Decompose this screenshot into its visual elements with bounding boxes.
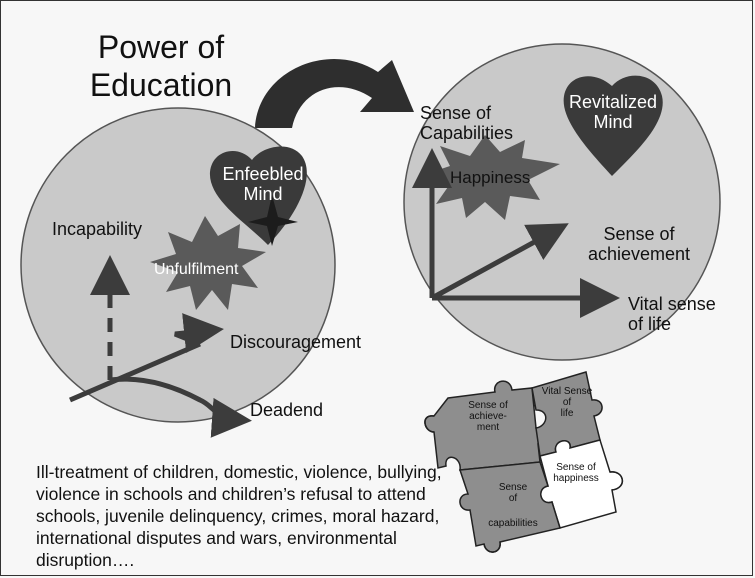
puzzle-achievement-line-1: Sense of [468,400,508,411]
left-burst [150,216,266,310]
unfulfilment-label: Unfulfilment [154,261,239,278]
left-heart-line-1: Enfeebled [222,164,304,184]
puzzle-achievement-line-3: ment [476,422,500,433]
puzzle [424,371,623,553]
curved-arrow [255,58,414,128]
vital-sense-line-2: of life [628,314,672,334]
puzzle-tab-right [609,471,623,491]
capabilities-label: Sense of Capabilities [420,103,513,143]
deadend-label: Deadend [250,400,324,420]
crack-star-icon [248,195,298,246]
puzzle-label-vital: Vital Sense of life [538,386,596,419]
achievement-label: Sense of achievement [577,224,701,264]
puzzle-label-happiness: Sense of happiness [544,462,608,484]
puzzle-capabilities-line-1: Sense [498,482,528,493]
achievement-line-1: Sense of [603,224,675,244]
left-heart-line-2: Mind [243,184,283,204]
capabilities-line-2: Capabilities [420,123,514,143]
deadend-axis [109,376,252,438]
puzzle-capabilities-line-3: capabilities [488,518,538,529]
discouragement-label: Discouragement [230,332,362,352]
right-heart-line-1: Revitalized [568,92,658,112]
vital-sense-line-1: Vital sense [628,294,716,314]
title-line-1: Power of [97,29,225,65]
puzzle-achievement-line-2: achieve- [469,411,507,422]
right-burst [420,135,560,220]
base-axis [69,341,201,403]
capabilities-line-1: Sense of [420,103,492,123]
diagram-title: Power of Education [86,28,236,104]
discouragement-axis [174,313,224,353]
puzzle-vital-line-3: life [560,408,574,419]
puzzle-vital-line-1: Vital Sense [541,386,593,397]
right-heart [563,75,663,176]
right-heart-label: Revitalized Mind [567,92,659,132]
title-line-2: Education [89,67,233,103]
puzzle-label-achievement: Sense of achieve- ment [448,400,528,433]
incapability-label: Incapability [52,219,143,239]
vital-sense-label: Vital sense of life [628,294,716,334]
right-heart-line-2: Mind [593,112,633,132]
achievement-axis [430,223,569,301]
puzzle-happiness-line-1: Sense of [556,462,596,473]
puzzle-capabilities-line-2: of [508,493,518,504]
achievement-line-2: achievement [587,244,691,264]
problems-caption: Ill-treatment of children, domestic, vio… [36,462,442,570]
happiness-label: Happiness [450,168,531,187]
puzzle-happiness-line-2: happiness [553,473,599,484]
puzzle-tab-left [424,415,435,433]
puzzle-label-capabilities: Sense of capabilities [476,482,550,529]
left-heart-label: Enfeebled Mind [218,164,308,204]
puzzle-tab-bottom [483,541,501,553]
puzzle-vital-line-2: of [562,397,572,408]
